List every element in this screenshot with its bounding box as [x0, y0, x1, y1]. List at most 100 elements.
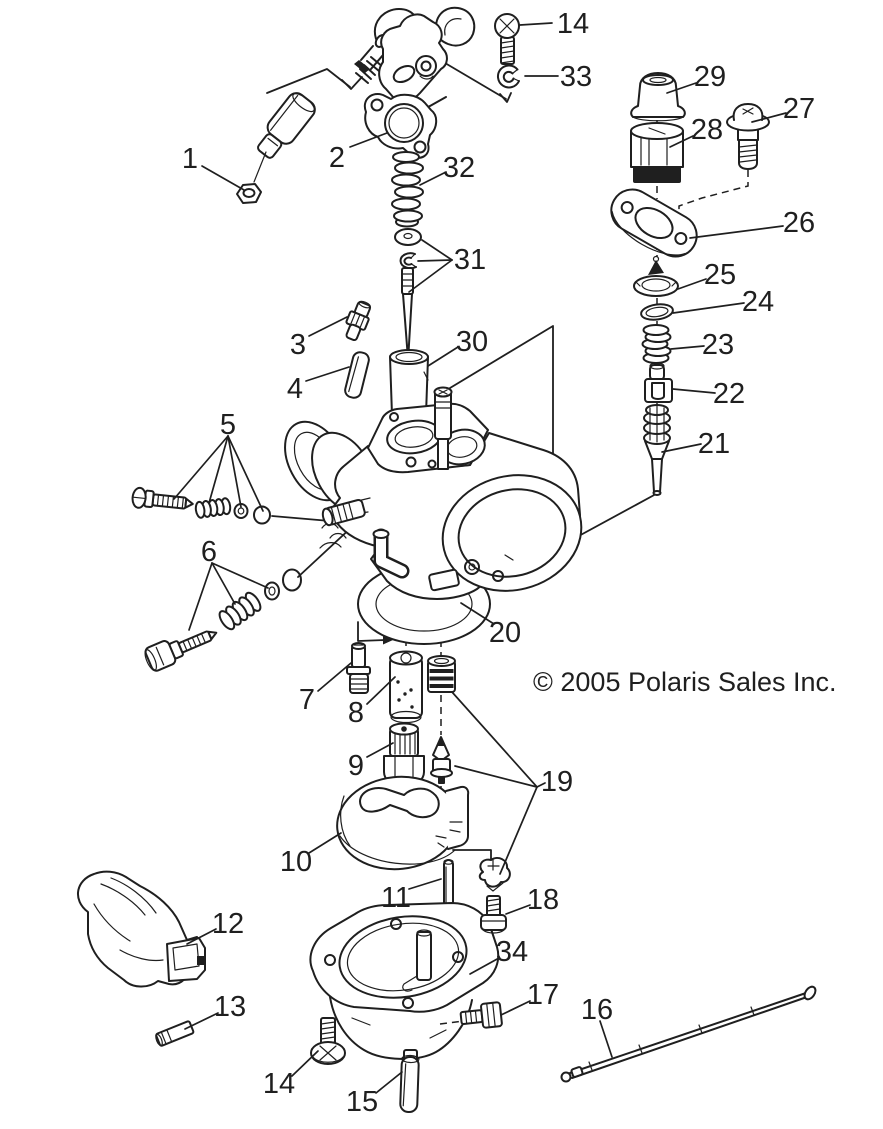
leader-line-31	[417, 259, 453, 262]
callout-label-15-34: 15	[346, 1086, 378, 1118]
callout-label-19-13: 19	[541, 766, 573, 798]
part-nut-1	[236, 183, 262, 204]
part-gasket-2	[363, 93, 438, 159]
copyright-notice: © 2005 Polaris Sales Inc.	[533, 667, 837, 697]
leader-line-12	[186, 928, 217, 945]
callout-label-31-3: 31	[454, 244, 486, 276]
callout-label-13-17: 13	[214, 991, 246, 1023]
part-lock-washer-33	[496, 64, 520, 89]
leader-line-6	[188, 562, 213, 631]
callout-label-29-20: 29	[694, 61, 726, 93]
part-clip-31	[399, 252, 417, 270]
callout-label-34-30: 34	[496, 936, 528, 968]
leader-line-25	[677, 278, 707, 290]
callout-label-30-4: 30	[456, 326, 488, 358]
part-screw-18	[480, 895, 507, 934]
part-elbow-pipe	[372, 528, 410, 579]
leader-line-29	[666, 82, 697, 94]
leader-line-26	[689, 225, 784, 239]
leader-line-14	[291, 1050, 319, 1077]
leader-line-17	[500, 1000, 531, 1016]
part-screw-17	[459, 1001, 503, 1029]
leader-line-28	[669, 135, 694, 148]
part-choke-rod	[433, 386, 453, 470]
part-cable-16	[560, 985, 817, 1083]
leader-line-34	[469, 957, 500, 975]
leader-line-19	[454, 765, 538, 788]
leader-line-23	[670, 345, 705, 350]
part-inlet-cap-19	[427, 655, 456, 693]
callout-label-27-22: 27	[783, 93, 815, 125]
leader-line-16	[599, 1020, 613, 1058]
leader-line-13	[184, 1012, 219, 1030]
callout-label-12-16: 12	[212, 908, 244, 940]
callout-label-21-28: 21	[698, 428, 730, 460]
part-oring-24	[640, 303, 674, 321]
part-screw-14-top	[494, 13, 520, 65]
leader-line-6	[211, 562, 236, 605]
leader-line-11	[408, 878, 442, 890]
leader-line-9	[366, 742, 394, 758]
part-clip-19	[478, 857, 511, 892]
part-washer-31	[394, 228, 422, 246]
part-fuel-pump	[354, 6, 476, 113]
callout-label-32-2: 32	[443, 152, 475, 184]
leader-line-20	[460, 602, 495, 625]
leader-line-22	[672, 388, 716, 394]
part-needle-21	[643, 404, 671, 496]
leader-line-8	[366, 676, 396, 705]
callout-label-14-18: 14	[557, 8, 589, 40]
leader-line-18	[505, 904, 531, 915]
callout-label-18-29: 18	[527, 884, 559, 916]
leader-line-19	[451, 691, 538, 788]
part-float-bowl-34	[309, 902, 500, 1065]
leader-line-21	[661, 443, 702, 453]
part-flange-26	[610, 188, 698, 258]
callout-label-26-23: 26	[783, 207, 815, 239]
callout-label-23-26: 23	[702, 329, 734, 361]
leader-line-24	[672, 302, 745, 314]
leader-line-4	[305, 366, 350, 382]
leader-line-27	[751, 112, 787, 123]
callout-label-22-27: 22	[713, 378, 745, 410]
part-fuel-inlet-fitting	[321, 498, 366, 527]
leader-line-3	[308, 316, 348, 337]
part-jet-7	[346, 642, 371, 694]
leader-line-30	[427, 346, 459, 367]
leader-line-5	[227, 435, 242, 508]
part-float-10	[336, 775, 470, 871]
leader-line-31	[421, 239, 453, 261]
callout-label-20-9: 20	[489, 617, 521, 649]
part-needle-valve-19	[430, 736, 453, 784]
callout-label-17-31: 17	[527, 979, 559, 1011]
leader-line-15	[375, 1071, 403, 1094]
leader-line-10	[308, 832, 342, 854]
part-shield-12	[77, 870, 206, 988]
leader-line-5	[208, 435, 229, 504]
callout-label-3-5: 3	[290, 329, 306, 361]
part-tube-4	[344, 351, 370, 399]
part-valve-seat-25	[633, 255, 679, 297]
leader-line-5	[173, 435, 229, 500]
callout-label-24-25: 24	[742, 286, 774, 318]
callout-label-4-6: 4	[287, 373, 303, 405]
leader-line-14	[519, 22, 553, 26]
part-carburetor-body	[284, 386, 583, 645]
leader-line-1	[201, 165, 245, 191]
leader-lines-layer	[173, 22, 787, 1094]
leader-line-7	[317, 662, 352, 692]
part-choke-solenoid	[253, 92, 316, 183]
callout-label-14-33: 14	[263, 1068, 295, 1100]
part-cap-29	[630, 72, 686, 122]
part-screw-set-5	[131, 486, 271, 525]
callout-label-28-21: 28	[691, 114, 723, 146]
part-jet-needle	[401, 267, 414, 352]
callout-label-33-19: 33	[560, 61, 592, 93]
leader-line-19	[499, 786, 538, 875]
callout-label-16-32: 16	[581, 994, 613, 1026]
part-spring-23	[641, 324, 672, 364]
callout-label-2-1: 2	[329, 142, 345, 174]
